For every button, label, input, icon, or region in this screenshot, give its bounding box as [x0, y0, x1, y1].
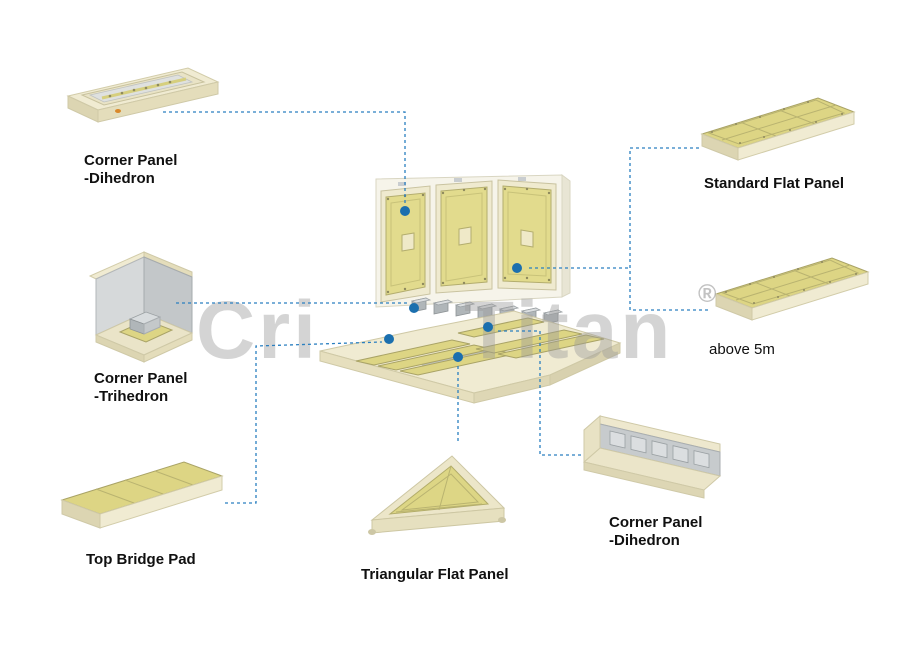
above-5m-flat-panel-illustration: [714, 257, 870, 321]
above-5m-panel-graphic: [714, 257, 870, 321]
label-line: Corner Panel: [94, 370, 188, 387]
label-line: Top Bridge Pad: [86, 551, 196, 568]
panel-foot: [368, 529, 376, 535]
registered-trademark-icon: ®: [698, 280, 717, 308]
bridge-pad-graphic: [60, 461, 224, 529]
wall-panel-3: [497, 179, 557, 291]
corner-panel-trihedron-illustration: [88, 251, 194, 363]
corner-panel-dihedron-top-illustration: [66, 67, 220, 123]
top-bridge-pad-illustration: [60, 461, 224, 529]
label-line: above 5m: [709, 341, 775, 358]
watermark-text-left: Cri: [196, 285, 319, 376]
wall-panel-1: [380, 185, 431, 303]
wall-panel-2: [435, 180, 493, 294]
label-line: Standard Flat Panel: [704, 175, 845, 192]
label-line: Triangular Flat Panel: [361, 566, 509, 583]
label-triangular-flat-panel: Triangular Flat Panel: [361, 566, 509, 584]
corner-panel-dihedron-bottom-illustration: [582, 414, 722, 499]
triangular-flat-panel-illustration: [368, 455, 506, 535]
label-top-bridge-pad: Top Bridge Pad: [86, 551, 196, 569]
label-line: Corner Panel: [609, 514, 703, 531]
dihedron-panel-graphic: [66, 67, 220, 123]
label-corner-trihedron: Corner Panel -Trihedron: [94, 370, 187, 406]
label-corner-dihedron-bottom: Corner Panel -Dihedron: [609, 514, 702, 550]
dihedron-channel-graphic: [582, 414, 722, 499]
label-standard-flat-panel: Standard Flat Panel: [704, 175, 844, 193]
orange-marker: [115, 109, 121, 113]
label-line: -Trihedron: [94, 388, 169, 405]
label-line: -Dihedron: [84, 170, 155, 187]
wall-section: [375, 174, 571, 308]
triangular-panel-graphic: [368, 455, 506, 535]
label-line: Corner Panel: [84, 152, 178, 169]
panel-foot: [498, 517, 506, 523]
label-above-5m: above 5m: [709, 341, 775, 359]
standard-panel-graphic: [700, 97, 856, 161]
label-corner-dihedron-top: Corner Panel -Dihedron: [84, 152, 177, 188]
watermark-text-right: Titan: [464, 285, 674, 376]
standard-flat-panel-illustration: [700, 97, 856, 161]
trihedron-panel-graphic: [88, 251, 194, 363]
label-line: -Dihedron: [609, 532, 680, 549]
